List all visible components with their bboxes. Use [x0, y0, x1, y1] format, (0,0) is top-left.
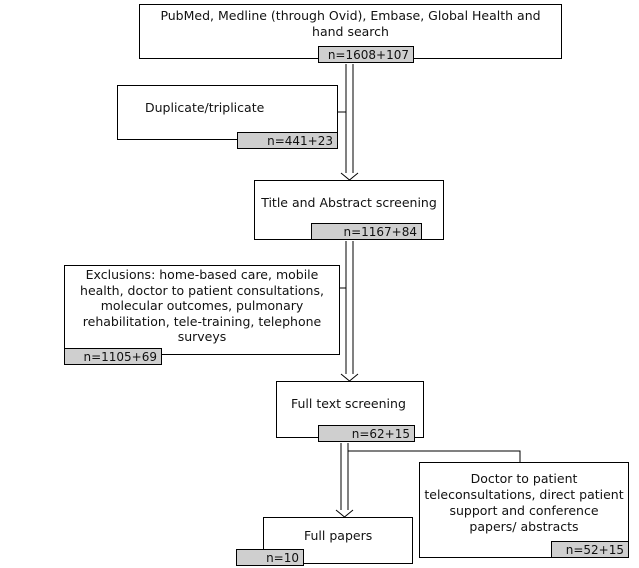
arrowhead [340, 172, 359, 181]
duplicates-count: n=441+23 [237, 132, 338, 149]
full-papers-label: Full papers [304, 528, 373, 543]
full-text-label: Full text screening [291, 396, 406, 411]
arrowhead [340, 373, 359, 382]
doctor-patient-count: n=52+15 [551, 541, 629, 558]
exclusions-box: Exclusions: home-based care, mobile heal… [64, 265, 340, 355]
sources-label: PubMed, Medline (through Ovid), Embase, … [160, 8, 541, 39]
doctor-patient-label: Doctor to patient teleconsultations, dir… [424, 471, 624, 534]
exclusions-count: n=1105+69 [64, 348, 162, 365]
title-abstract-label: Title and Abstract screening [261, 195, 437, 210]
full-papers-count: n=10 [236, 549, 304, 566]
connector-to-doctor-patient [348, 450, 521, 462]
duplicates-box: Duplicate/triplicate [117, 85, 338, 140]
sources-count: n=1608+107 [318, 46, 414, 63]
doctor-patient-box: Doctor to patient teleconsultations, dir… [419, 462, 629, 558]
full-text-count: n=62+15 [318, 425, 415, 442]
exclusions-label: Exclusions: home-based care, mobile heal… [80, 267, 324, 344]
title-abstract-count: n=1167+84 [311, 223, 422, 240]
arrowhead [335, 509, 354, 518]
duplicates-label: Duplicate/triplicate [145, 100, 265, 115]
